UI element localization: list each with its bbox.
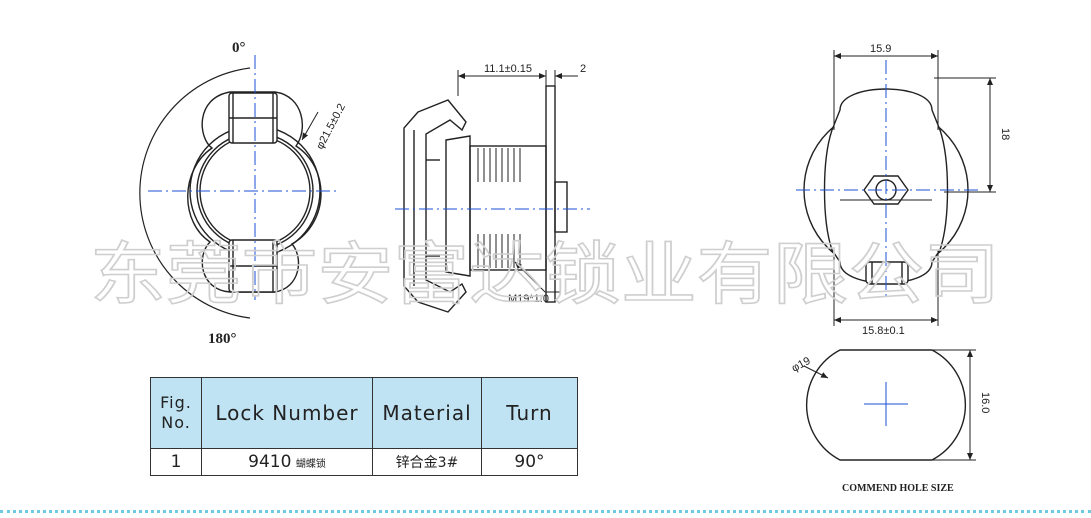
front-diameter-label: φ21.5±0.2	[314, 102, 348, 152]
cell-fig: 1	[150, 448, 202, 476]
rear-width-top-label: 15.9	[870, 43, 891, 55]
header-turn: Turn	[481, 377, 578, 449]
cell-material: 锌合金3#	[372, 448, 482, 476]
angle-top-label: 0°	[232, 40, 246, 56]
side-shaft	[554, 181, 568, 233]
hole-centerlines	[864, 382, 908, 426]
rear-tab	[865, 261, 909, 285]
dia-leader	[301, 111, 319, 141]
flange-thickness-label: 2	[580, 63, 586, 75]
spec-table: Fig.No. Lock Number Material Turn 1 9410…	[150, 377, 578, 476]
hole-caption: COMMEND HOLE SIZE	[842, 483, 954, 494]
cell-turn: 90°	[481, 448, 578, 476]
company-watermark: 东莞市安富达锁业有限公司	[90, 236, 1000, 315]
body-length-label: 11.1±0.15	[484, 63, 532, 75]
rear-height-label: 18	[999, 128, 1011, 140]
lock-number-value: 9410	[248, 452, 292, 472]
hole-diameter-label: φ19	[790, 355, 813, 375]
side-view	[403, 85, 568, 313]
side-dimensions	[457, 70, 578, 293]
cell-lock-number: 9410 蝴蝶锁	[201, 448, 373, 476]
table-row: 1 9410 蝴蝶锁 锌合金3# 90°	[150, 448, 578, 476]
side-threads	[477, 148, 521, 268]
hole-dimensions	[803, 349, 976, 461]
table-header-row: Fig.No. Lock Number Material Turn	[150, 377, 578, 449]
angle-bottom-label: 180°	[208, 331, 237, 347]
header-fig-no: Fig.No.	[150, 377, 202, 449]
front-centerlines	[148, 55, 340, 300]
rear-width-bottom-label: 15.8±0.1	[862, 325, 905, 337]
side-knob-head	[403, 99, 467, 313]
rear-dimensions	[833, 50, 996, 326]
rotation-arc	[139, 67, 251, 319]
header-lock-number: Lock Number	[201, 377, 373, 449]
header-fig-line2: No.	[161, 413, 191, 432]
thread-label: M19*1.0	[508, 293, 549, 305]
bottom-separator	[0, 510, 1091, 513]
rear-centerlines	[796, 60, 978, 300]
side-collar	[445, 135, 471, 277]
hole-height-label: 16.0	[979, 392, 991, 413]
header-fig-line1: Fig.	[160, 393, 192, 412]
header-material: Material	[372, 377, 482, 449]
lock-name-cn: 蝴蝶锁	[295, 459, 326, 470]
